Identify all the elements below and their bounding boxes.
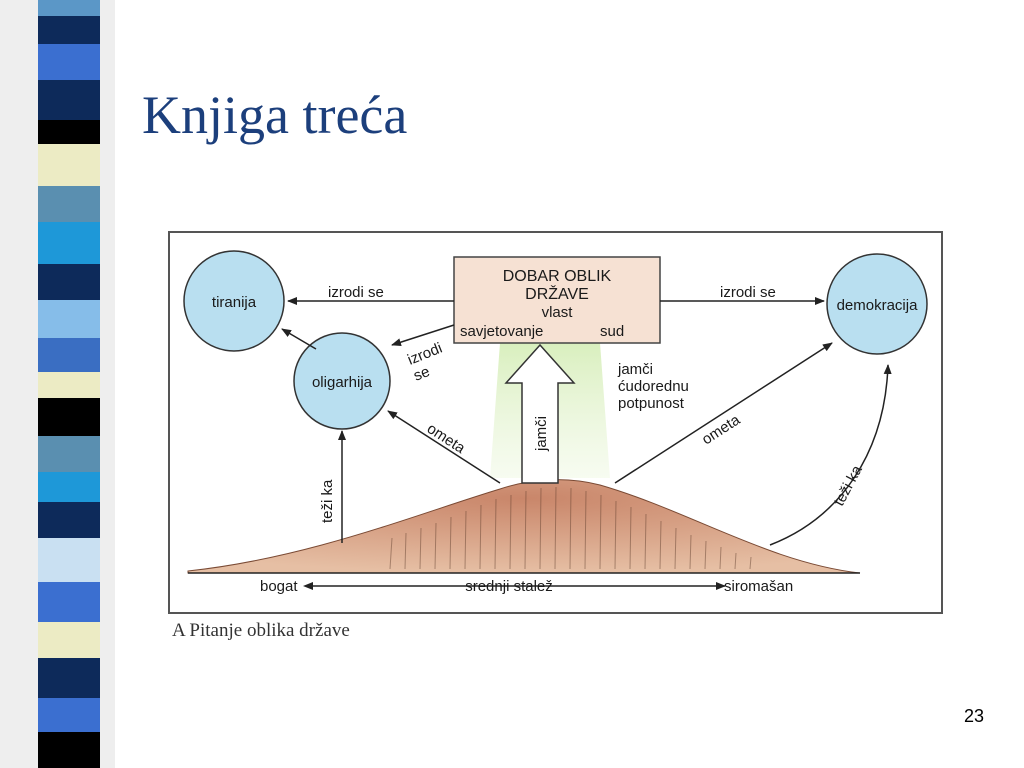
stripe bbox=[38, 502, 100, 538]
stripe bbox=[38, 582, 100, 622]
edge-ometa-right bbox=[614, 342, 833, 484]
guarantee-line1: jamči bbox=[617, 361, 653, 378]
axis-right-label: siromašan bbox=[724, 578, 793, 595]
stripe bbox=[38, 186, 100, 222]
left-border-strip bbox=[0, 0, 115, 768]
stripe bbox=[38, 264, 100, 300]
state-forms-diagram: DOBAR OBLIK DRŽAVE vlast savjetovanje su… bbox=[183, 250, 928, 595]
stripe bbox=[38, 732, 100, 768]
support-arrow bbox=[504, 343, 576, 484]
stripe bbox=[38, 338, 100, 372]
stripe bbox=[38, 538, 100, 582]
stripe bbox=[38, 698, 100, 732]
citizen-hill bbox=[187, 479, 861, 574]
good-state-box bbox=[453, 256, 661, 344]
slide-number: 23 bbox=[964, 706, 985, 726]
edge-to-oligarhija-label-2: se bbox=[411, 363, 432, 385]
node-oligarhija-label: oligarhija bbox=[312, 374, 373, 391]
stripe bbox=[38, 300, 100, 338]
edge-to-demokracija-label: izrodi se bbox=[720, 284, 776, 301]
node-demokracija bbox=[826, 253, 928, 355]
crowd-texture bbox=[389, 486, 752, 570]
axis-left-label: bogat bbox=[260, 578, 298, 595]
edge-tezi-right-label: teži ka bbox=[831, 462, 867, 509]
box-title-line2: DRŽAVE bbox=[525, 284, 589, 303]
box-court-label: sud bbox=[600, 323, 624, 340]
box-title-line1: DOBAR OBLIK bbox=[503, 268, 612, 285]
node-oligarhija bbox=[293, 332, 391, 430]
edge-tezi-left-label: teži ka bbox=[319, 479, 336, 523]
node-tiranija bbox=[183, 250, 285, 352]
edge-ometa-right-label: ometa bbox=[699, 411, 744, 448]
stripe bbox=[38, 372, 100, 398]
stripe bbox=[38, 398, 100, 436]
stripe bbox=[38, 16, 100, 44]
edge-ometa-left bbox=[387, 410, 501, 484]
guarantee-line3: potpunost bbox=[618, 395, 685, 412]
slide-title: Knjiga treća bbox=[142, 85, 408, 145]
edge-tezi-right bbox=[769, 364, 892, 546]
edge-to-oligarhija bbox=[391, 324, 455, 347]
box-power-label: vlast bbox=[542, 304, 574, 321]
stripe bbox=[38, 622, 100, 658]
decorative-stripes bbox=[38, 0, 100, 768]
stripe bbox=[38, 222, 100, 264]
node-demokracija-label: demokracija bbox=[837, 297, 919, 314]
stripe bbox=[38, 658, 100, 698]
support-arrow-label: jamči bbox=[533, 416, 550, 452]
diagram-figure: DOBAR OBLIK DRŽAVE vlast savjetovanje su… bbox=[168, 231, 943, 614]
node-tiranija-label: tiranija bbox=[212, 294, 257, 311]
guarantee-line2: ćudorednu bbox=[618, 378, 689, 395]
axis-middle-label: srednji stalež bbox=[465, 578, 553, 595]
stripe bbox=[38, 144, 100, 186]
stripe bbox=[38, 0, 100, 16]
stripe bbox=[38, 120, 100, 144]
stripe bbox=[38, 80, 100, 120]
figure-caption: A Pitanje oblika države bbox=[172, 620, 350, 641]
stripe bbox=[38, 472, 100, 502]
stripe bbox=[38, 436, 100, 472]
edge-oligarhija-to-tiranija bbox=[281, 328, 317, 350]
edge-to-tiranija-label: izrodi se bbox=[328, 284, 384, 301]
stripe bbox=[38, 44, 100, 80]
box-council-label: savjetovanje bbox=[460, 323, 543, 340]
